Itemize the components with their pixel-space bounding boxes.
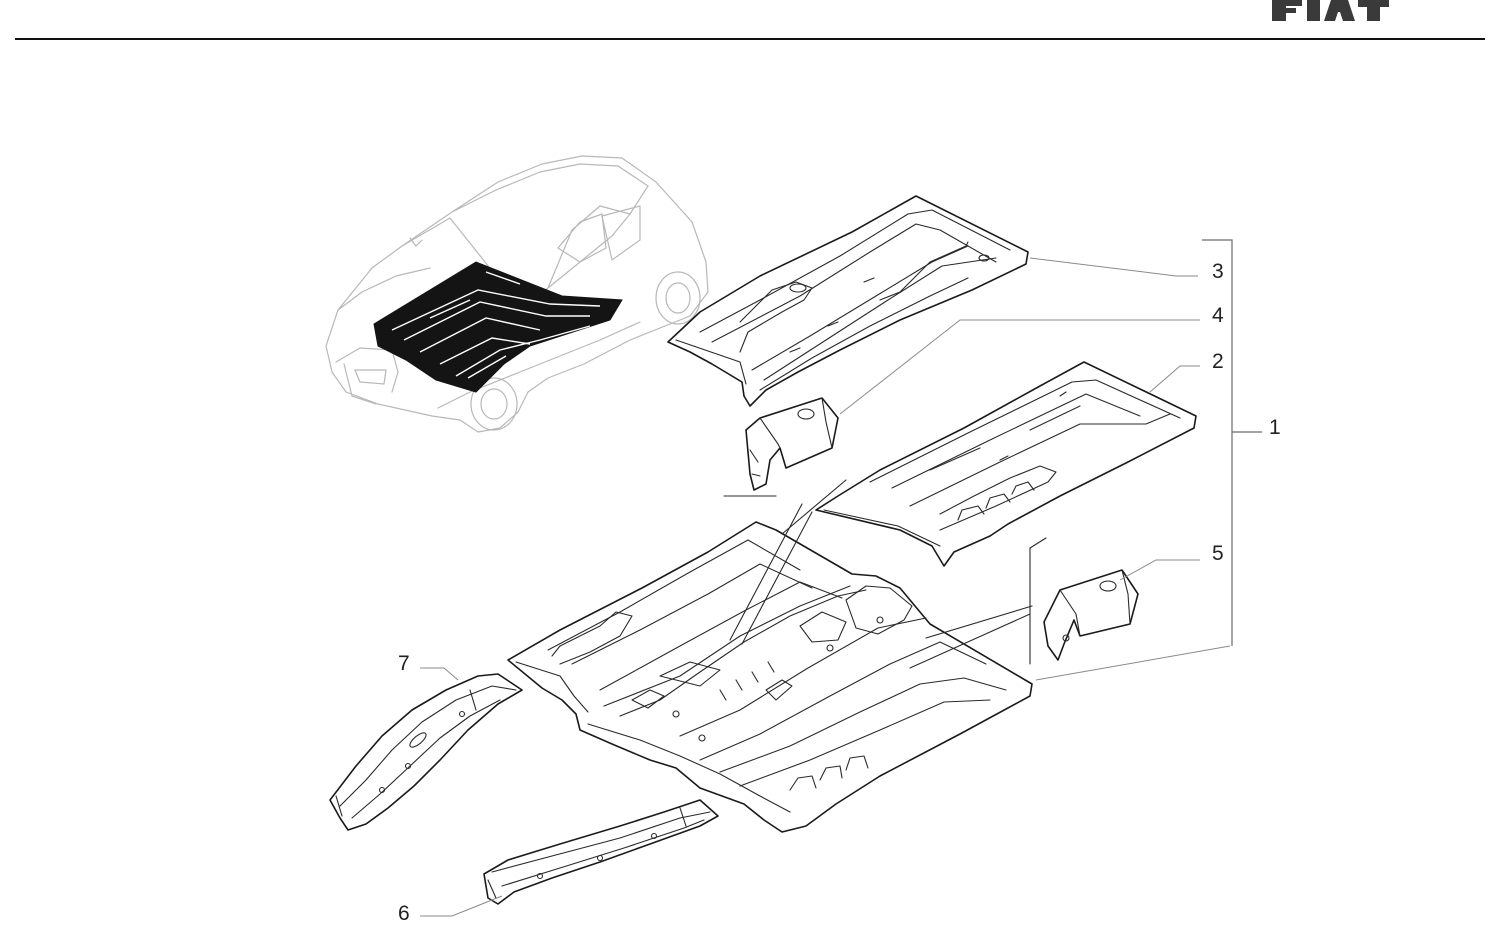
bracket-upper (745, 397, 839, 491)
brand-logo (1272, 0, 1389, 21)
callout-label-3: 3 (1212, 260, 1224, 283)
bracket-right (1043, 569, 1139, 661)
side-rail-front (483, 799, 719, 905)
callout-label-6: 6 (398, 902, 410, 925)
callout-label-1: 1 (1269, 416, 1281, 439)
assembly-guide-lines (723, 479, 1047, 669)
callout-leaders (420, 239, 1262, 917)
floor-assembly (507, 521, 1033, 833)
car-overview-illustration (325, 155, 709, 433)
floor-panel-right (815, 361, 1197, 567)
callout-label-4: 4 (1212, 304, 1224, 327)
side-rail-left (329, 673, 523, 831)
callout-label-2: 2 (1212, 350, 1224, 373)
callout-label-5: 5 (1212, 542, 1224, 565)
floor-panel-upper (667, 195, 1029, 407)
callout-label-7: 7 (398, 652, 410, 675)
